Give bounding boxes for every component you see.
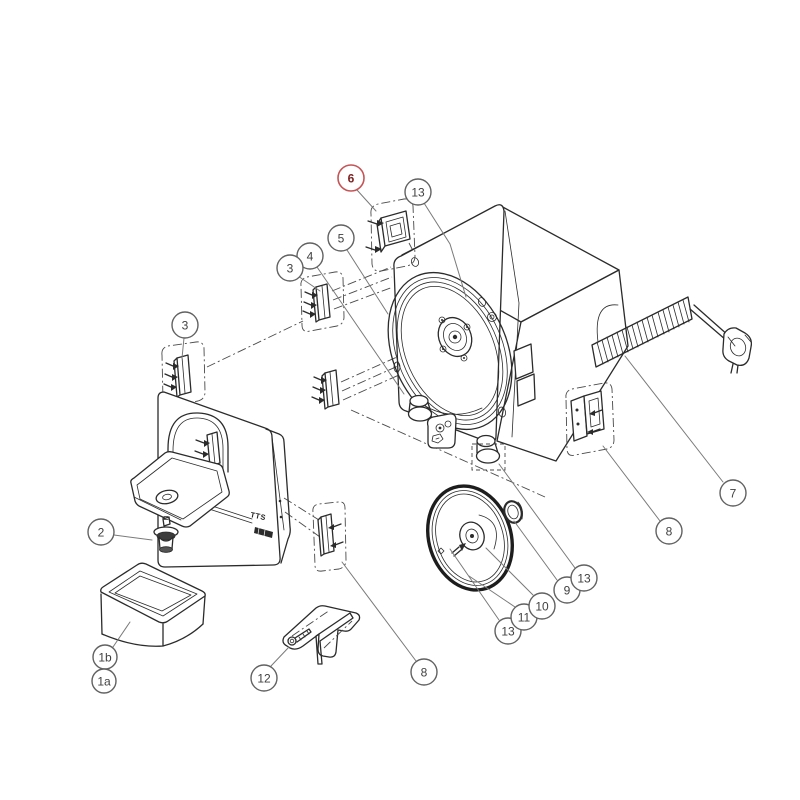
power-cord <box>591 296 753 374</box>
allen-key <box>315 612 354 665</box>
svg-text:9: 9 <box>564 584 571 598</box>
svg-text:6: 6 <box>348 172 355 186</box>
rubber-foot <box>407 394 433 422</box>
callout-3-upper[interactable]: 3 <box>276 254 304 282</box>
motor-housing <box>387 204 629 471</box>
callout-3-left[interactable]: 3 <box>171 311 199 339</box>
svg-text:11: 11 <box>518 611 531 625</box>
callout-8-bottom[interactable]: 8 <box>410 658 438 686</box>
callout-10[interactable]: 10 <box>528 592 556 620</box>
svg-text:13: 13 <box>501 625 515 639</box>
power-switch-part <box>365 198 416 272</box>
tool-screw <box>287 628 312 646</box>
callout-12[interactable]: 12 <box>250 664 278 692</box>
callout-5[interactable]: 5 <box>327 224 355 252</box>
disc-screw <box>451 543 466 557</box>
svg-text:10: 10 <box>535 600 549 614</box>
tool-kit-part <box>282 605 361 665</box>
svg-text:2: 2 <box>98 526 105 540</box>
svg-text:1a: 1a <box>97 675 111 689</box>
housing-vent <box>516 373 536 407</box>
thumb-screw-part <box>153 516 179 553</box>
callout-8-right[interactable]: 8 <box>655 517 683 545</box>
cover-tray-flap <box>130 451 230 528</box>
hub-screws <box>438 316 471 362</box>
callout-13-top[interactable]: 13 <box>404 178 432 206</box>
svg-text:3: 3 <box>182 319 189 333</box>
callout-2[interactable]: 2 <box>87 518 115 546</box>
screw-pack <box>426 413 457 449</box>
svg-text:12: 12 <box>257 672 271 686</box>
svg-text:5: 5 <box>338 232 345 246</box>
switch-screws <box>365 220 384 253</box>
washer-part <box>503 500 523 524</box>
callout-4[interactable]: 4 <box>296 242 324 270</box>
cover-hinge-plate <box>194 431 221 467</box>
svg-text:1b: 1b <box>98 651 112 665</box>
mount-bracket-part <box>565 382 615 456</box>
hinge-part-upper <box>300 271 345 332</box>
rubber-foot <box>471 434 506 471</box>
front-cover-assembly: TTS <box>130 391 291 568</box>
svg-text:7: 7 <box>730 487 737 501</box>
hinge-part-lower <box>311 369 340 410</box>
svg-text:4: 4 <box>307 250 314 264</box>
callout-11[interactable]: 11 <box>510 603 538 631</box>
callout-13-foot[interactable]: 13 <box>570 564 598 592</box>
svg-text:8: 8 <box>421 666 428 680</box>
callout-7[interactable]: 7 <box>719 479 747 507</box>
svg-text:8: 8 <box>666 525 673 539</box>
cord-coil <box>596 299 690 365</box>
svg-text:13: 13 <box>577 572 591 586</box>
power-plug <box>722 327 753 374</box>
cover-logo: TTS <box>250 510 267 522</box>
callout-6[interactable]: 6 <box>337 164 365 192</box>
hinge-plate-part <box>312 501 347 572</box>
blade-disc-part <box>426 484 514 592</box>
crumb-tray-part <box>100 562 206 647</box>
callout-1a[interactable]: 1a <box>91 668 117 694</box>
housing-front-plate <box>393 204 505 444</box>
drive-hub <box>437 316 473 362</box>
callout-1b[interactable]: 1b <box>92 644 118 670</box>
leader-lines <box>112 189 724 667</box>
housing-vent <box>513 343 534 380</box>
svg-text:3: 3 <box>287 262 294 276</box>
svg-text:13: 13 <box>411 186 425 200</box>
